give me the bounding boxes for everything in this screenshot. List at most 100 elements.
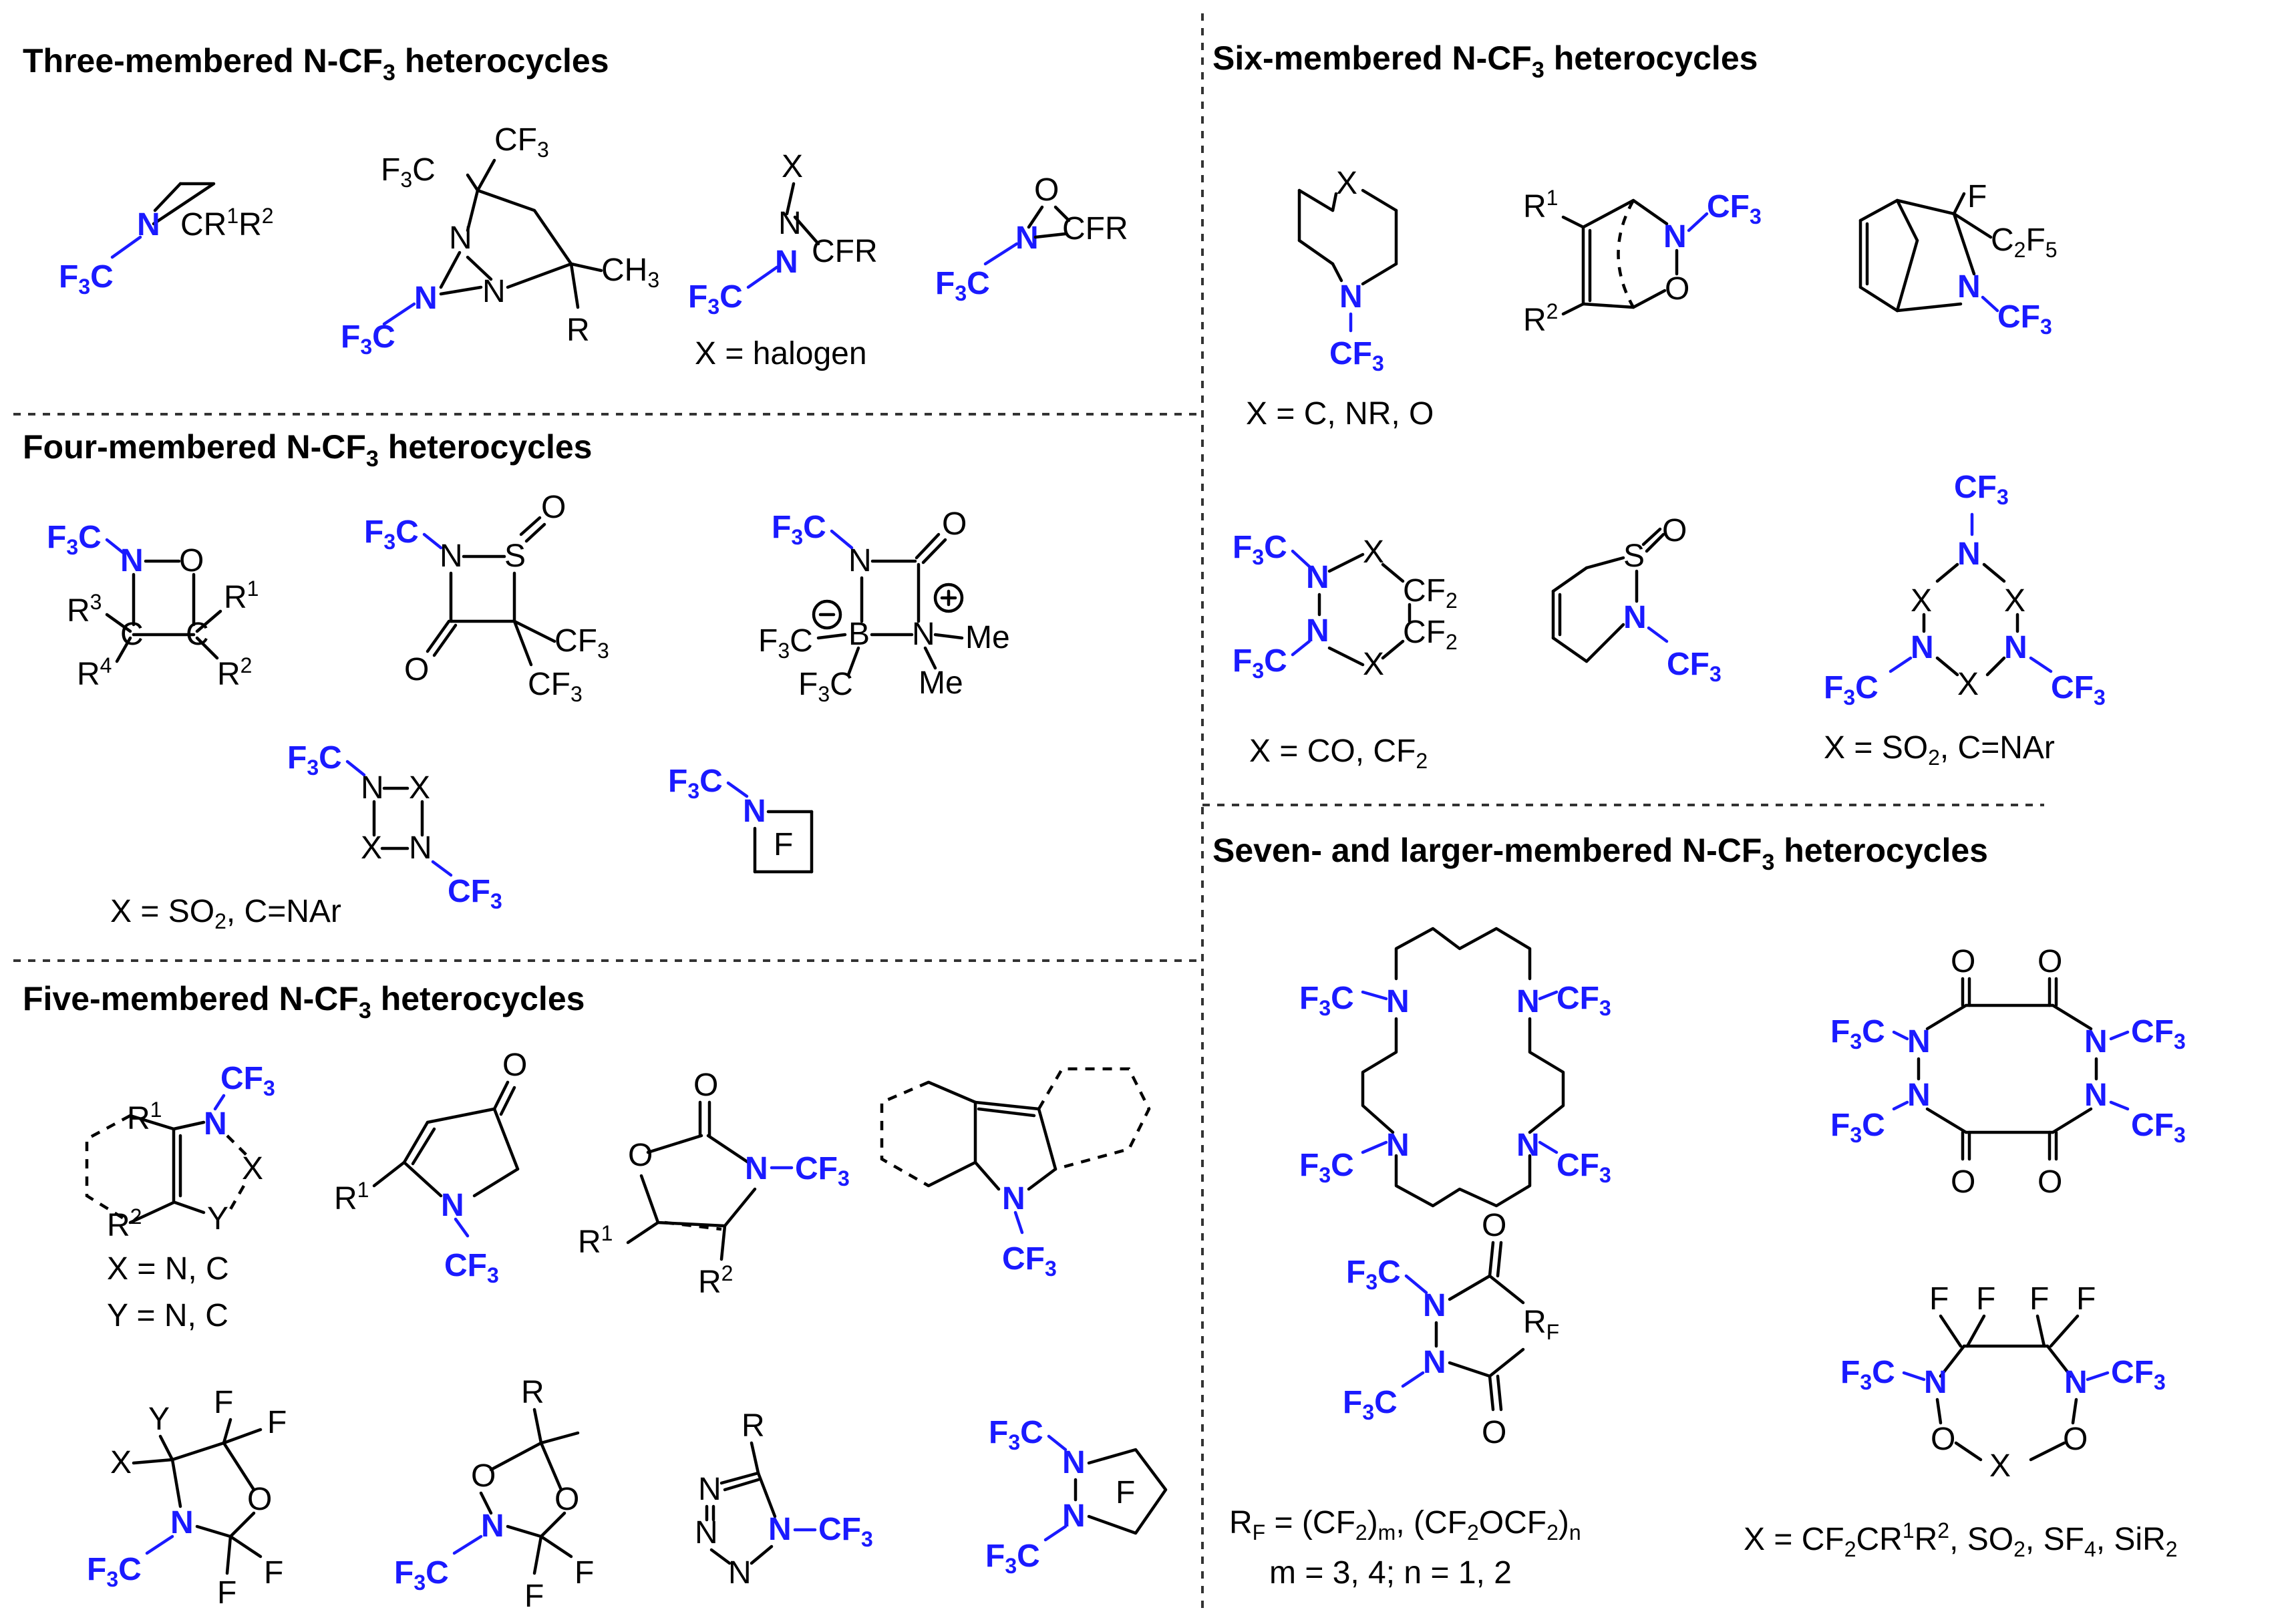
svg-text:O: O [1951, 944, 1975, 979]
svg-text:O: O [471, 1458, 496, 1494]
svg-text:R: R [521, 1375, 544, 1410]
svg-text:F: F [1929, 1281, 1949, 1317]
svg-text:F: F [2076, 1281, 2096, 1317]
svg-text:X: X [1957, 667, 1979, 702]
svg-text:CF3: CF3 [1707, 189, 1762, 228]
structure-tetrahydrocarbazole: N CF3 [880, 1067, 1151, 1281]
svg-text:F3C: F3C [1299, 981, 1354, 1020]
svg-text:N: N [1306, 613, 1329, 649]
svg-text:X: X [1363, 647, 1384, 682]
structure-perfluoro-tetrazine: F3C N N F3C X CF2 CF2 X X = CO, CF2 [1233, 530, 1458, 773]
svg-text:O: O [1034, 172, 1059, 208]
svg-text:CFR: CFR [1062, 211, 1128, 247]
svg-text:F3C: F3C [1233, 530, 1287, 569]
structure-azabicycloheptene: F C2F5 N CF3 [1858, 179, 2058, 339]
svg-text:N: N [1911, 630, 1934, 665]
svg-text:N: N [1423, 1345, 1446, 1380]
svg-text:O: O [541, 490, 566, 525]
svg-text:R1: R1 [334, 1178, 369, 1216]
svg-text:O: O [1482, 1208, 1506, 1243]
svg-text:N: N [204, 1106, 227, 1142]
svg-text:R: R [566, 313, 590, 348]
structure-difluorooxazolidine: Y X F F O N F F F3C [87, 1385, 287, 1611]
svg-text:F: F [1116, 1475, 1135, 1510]
structure-tetraazamacrocycle: N N N N F3C CF3 F3C CF3 [1299, 927, 1611, 1208]
note-five-y: Y = N, C [107, 1298, 228, 1333]
svg-text:CFR: CFR [812, 234, 878, 269]
svg-text:C: C [186, 617, 209, 652]
svg-text:F: F [2029, 1281, 2049, 1317]
svg-text:O: O [942, 506, 967, 542]
svg-text:O: O [2063, 1422, 2088, 1457]
structure-benzazole: R1 R2 N CF3 X Y X = N, C Y = N, C [85, 1061, 275, 1333]
structure-tetraazocinetetraone: O O N N N N O O F3C CF3 F3C CF3 [1830, 944, 2186, 1200]
svg-text:O: O [2037, 944, 2062, 979]
svg-text:CF3: CF3 [2051, 670, 2106, 709]
note-seven-rf: RF = (CF2)m, (CF2OCF2)n [1229, 1505, 1581, 1545]
svg-text:F: F [264, 1555, 283, 1591]
note-seven-x: X = CF2CR1R2, SO2, SF4, SiR2 [1744, 1518, 2178, 1561]
svg-text:R4: R4 [77, 653, 112, 692]
svg-text:F: F [1967, 179, 1987, 214]
svg-text:F3C: F3C [47, 520, 102, 559]
svg-text:X: X [782, 149, 803, 184]
svg-text:F3C: F3C [1346, 1255, 1401, 1294]
svg-text:X: X [110, 1445, 132, 1480]
svg-text:CF3: CF3 [1997, 299, 2052, 339]
svg-text:O: O [1482, 1415, 1506, 1450]
svg-text:N: N [1623, 600, 1647, 635]
svg-text:Me: Me [965, 620, 1010, 655]
title-three-membered: Three-membered N-CF3 heterocycles [23, 42, 609, 86]
svg-text:R2: R2 [698, 1261, 733, 1300]
svg-text:N: N [2084, 1078, 2108, 1113]
svg-text:N: N [440, 538, 463, 574]
svg-text:CF3: CF3 [2131, 1014, 2186, 1053]
note-six-co: X = CO, CF2 [1249, 734, 1428, 773]
svg-text:N: N [482, 274, 506, 309]
svg-text:CF3: CF3 [494, 122, 549, 162]
svg-text:F3C: F3C [1840, 1355, 1895, 1394]
svg-text:X: X [409, 770, 430, 806]
note-six-x: X = C, NR, O [1246, 396, 1434, 432]
svg-text:N: N [2004, 630, 2027, 665]
svg-text:R1: R1 [224, 577, 259, 615]
structure-perfluoropyrazolidine: F3C N N F3C F [985, 1415, 1168, 1578]
svg-text:CF3: CF3 [1002, 1241, 1057, 1281]
structure-oxadiazolidine: R O O N F F F3C [394, 1375, 594, 1614]
svg-text:B: B [848, 617, 870, 652]
svg-text:F3C: F3C [87, 1552, 142, 1591]
svg-text:N: N [912, 617, 935, 652]
structure-pyrrolinone: O N R1 CF3 [334, 1047, 527, 1287]
svg-text:N: N [441, 1188, 464, 1223]
svg-text:N: N [743, 794, 766, 829]
structure-triaziridine-bicycle: F3C CF3 N N N CH3 R F3C [341, 122, 659, 359]
svg-text:CF2: CF2 [1403, 573, 1458, 613]
svg-text:X: X [1911, 583, 1932, 619]
note-five-x: X = N, C [107, 1251, 229, 1287]
note-four-so2: X = SO2, C=NAr [110, 894, 341, 933]
structure-thiazetidinone: F3C N S O O CF3 CF3 [364, 490, 609, 706]
svg-text:O: O [404, 652, 429, 687]
svg-text:F3C: F3C [1830, 1108, 1885, 1147]
svg-text:N: N [1002, 1181, 1025, 1216]
svg-text:N: N [1386, 1128, 1410, 1163]
note-seven-mn: m = 3, 4; n = 1, 2 [1269, 1555, 1512, 1591]
svg-text:O: O [1662, 513, 1687, 548]
svg-text:X: X [1989, 1448, 2011, 1484]
svg-text:CF3: CF3 [795, 1151, 850, 1190]
svg-text:F3C: F3C [287, 740, 342, 780]
svg-text:N: N [170, 1505, 194, 1540]
svg-text:CF3: CF3 [1557, 981, 1611, 1020]
svg-text:F3C: F3C [1830, 1014, 1885, 1053]
svg-text:F: F [774, 827, 793, 862]
svg-text:O: O [1951, 1164, 1975, 1200]
svg-text:N: N [120, 543, 144, 579]
svg-text:F3C: F3C [1824, 670, 1879, 709]
svg-text:F3C: F3C [381, 152, 436, 192]
svg-text:N: N [1957, 269, 1981, 305]
structure-oxazolone: O O N CF3 R1 R2 [578, 1068, 850, 1300]
svg-text:X: X [2004, 583, 2025, 619]
svg-text:F3C: F3C [985, 1538, 1040, 1578]
note-six-so2: X = SO2, C=NAr [1824, 730, 2055, 770]
